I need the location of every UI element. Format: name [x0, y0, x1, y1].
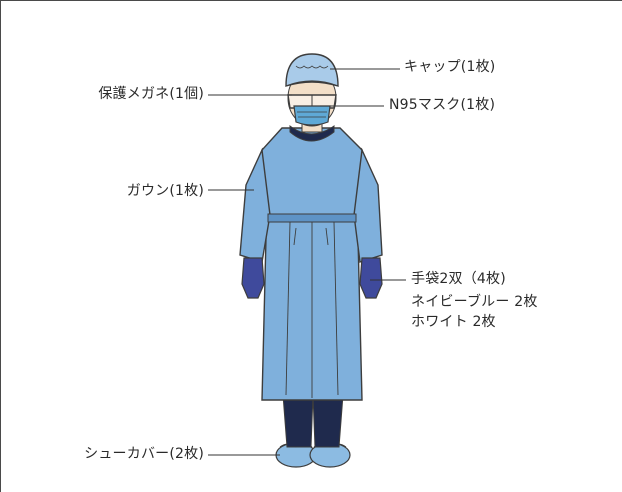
gown [239, 124, 383, 401]
pants [282, 394, 344, 448]
label-shoe-covers: シューカバー(2枚) [84, 446, 204, 462]
gloves [241, 257, 383, 299]
label-mask: N95マスク(1枚) [389, 97, 496, 113]
goggles [287, 94, 337, 109]
label-gloves-white: ホワイト 2枚 [411, 314, 496, 330]
label-cap: キャップ(1枚) [404, 59, 496, 75]
label-goggles: 保護メガネ(1個) [98, 86, 204, 102]
label-gloves: 手袋2双（4枚) [411, 271, 506, 287]
leader-lines [208, 68, 406, 456]
n95-mask [293, 105, 331, 126]
label-gloves-navy: ネイビーブルー 2枚 [411, 294, 538, 310]
shoe-covers [275, 442, 351, 468]
label-gown: ガウン(1枚) [126, 183, 204, 199]
cap [285, 53, 339, 87]
